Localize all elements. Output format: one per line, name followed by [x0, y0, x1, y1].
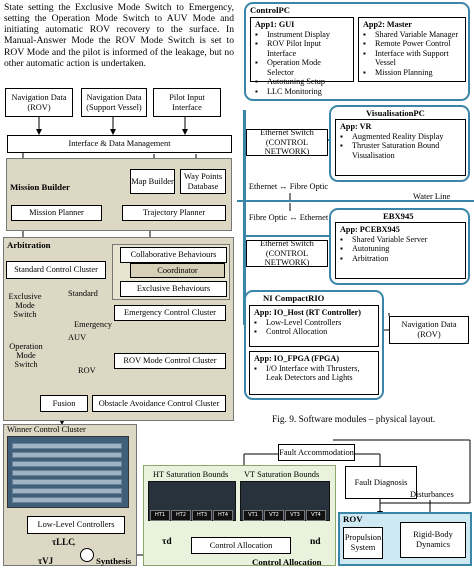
- plus-sign: +: [72, 541, 76, 549]
- ebx-app-title: App: PCEBX945: [340, 225, 400, 234]
- arbitration-title: Arbitration: [7, 240, 51, 250]
- ebx-app-box: App: PCEBX945 Shared Variable Server Aut…: [335, 222, 466, 279]
- app2-title: App2: Master: [363, 20, 412, 29]
- tau-d-label: τd: [162, 537, 172, 547]
- figure-caption: Fig. 9. Software modules – physical layo…: [272, 415, 436, 425]
- rigid-body-dynamics: Rigid-Body Dynamics: [400, 522, 466, 558]
- rov-label: ROV: [78, 366, 96, 375]
- nav-data-rov-input: Navigation Data (ROV): [5, 88, 73, 117]
- standard-control-cluster: Standard Control Cluster: [6, 261, 106, 279]
- exclusive-behaviours: Exclusive Behaviours: [120, 281, 227, 297]
- winner-control-cluster-label: Winner Control Cluster: [7, 425, 86, 434]
- interface-data-management: Interface & Data Management: [7, 135, 232, 153]
- trajectory-planner: Trajectory Planner: [122, 205, 226, 221]
- standard-label: Standard: [68, 289, 98, 298]
- operation-mode-switch-label: Operation Mode Switch: [9, 342, 43, 370]
- app1-title: App1: GUI: [255, 20, 295, 29]
- io-host-box: App: IO_Host (RT Controller) Low-Level C…: [249, 305, 379, 347]
- app1-item: Operation Mode Selector: [255, 58, 349, 77]
- fault-accommodation: Fault Accommodation: [278, 444, 355, 461]
- auv-label: AUV: [68, 333, 87, 342]
- io-fpga-item: I/O Interface with Thrusters, Leak Detec…: [254, 364, 374, 383]
- fibre-ethernet-converter: Fibre Optic ↔ Ethernet: [248, 212, 329, 222]
- ht-cell-1: HT1: [150, 510, 170, 521]
- fusion: Fusion: [40, 395, 88, 412]
- synthesis-title: Synthesis: [96, 556, 132, 566]
- ethernet-switch-top: Ethernet Switch (CONTROL NETWORK): [246, 128, 328, 156]
- io-host-title: App: IO_Host (RT Controller): [254, 308, 361, 317]
- n-d-label: nd: [310, 537, 321, 547]
- ht-cell-4: HT4: [213, 510, 233, 521]
- app2-master-box: App2: Master Shared Variable Manager Rem…: [358, 17, 466, 82]
- map-builder: Map Builder: [130, 169, 175, 194]
- vis-app-box: App: VR Augmented Reality Display Thrust…: [335, 119, 466, 176]
- vt-saturation-bounds-label: VT Saturation Bounds: [244, 470, 320, 479]
- app2-item: Shared Variable Manager: [363, 30, 461, 40]
- fault-diagnosis: Fault Diagnosis: [345, 466, 417, 499]
- app1-gui-box: App1: GUI Instrument Display ROV Pilot I…: [250, 17, 354, 96]
- vt-cell-3: VT3: [285, 510, 305, 521]
- vt-cell-2: VT2: [264, 510, 284, 521]
- propulsion-system: Propulsion System: [343, 527, 383, 559]
- intro-paragraph: State setting the Exclusive Mode Switch …: [4, 2, 234, 69]
- rov-mode-control-cluster: ROV Mode Control Cluster: [114, 353, 226, 369]
- ht-saturation-bounds-label: HT Saturation Bounds: [153, 470, 229, 479]
- io-fpga-title: App: IO_FPGA (FPGA): [254, 354, 340, 363]
- compactrio-title: NI CompactRIO: [263, 293, 325, 303]
- emergency-control-cluster: Emergency Control Cluster: [114, 305, 226, 321]
- app1-item: Instrument Display: [255, 30, 349, 40]
- app1-item: Autotuning Setup: [255, 77, 349, 87]
- ebx945-title: EBX945: [383, 211, 414, 221]
- io-host-item: Control Allocation: [254, 327, 374, 337]
- ht-cell-2: HT2: [171, 510, 191, 521]
- app2-item: Interface with Support Vessel: [363, 49, 461, 68]
- control-allocation-box: Control Allocation: [191, 537, 291, 554]
- io-fpga-box: App: IO_FPGA (FPGA) I/O Interface with T…: [249, 351, 379, 395]
- visualisation-pc-title: VisualisationPC: [366, 108, 425, 118]
- way-points-database: Way Points Database: [180, 169, 226, 194]
- vis-item: Thruster Saturation Bound Visualisation: [340, 141, 461, 160]
- app1-item: LLC Monitoring: [255, 87, 349, 97]
- navigation-data-rov-right: Navigation Data (ROV): [389, 316, 469, 344]
- obstacle-avoidance-control-cluster: Obstacle Avoidance Control Cluster: [92, 395, 226, 412]
- exclusive-mode-switch-label: Exclusive Mode Switch: [8, 292, 42, 320]
- vis-app-title: App: VR: [340, 122, 372, 131]
- vt-cell-1: VT1: [243, 510, 263, 521]
- app2-item: Mission Planning: [363, 68, 461, 78]
- pilot-input-interface: Pilot Input Interface: [153, 88, 221, 117]
- tau-llc-label: τLLC: [52, 537, 75, 547]
- water-line-label: Water Line: [413, 192, 451, 201]
- nav-data-vessel-input: Navigation Data (Support Vessel): [81, 88, 147, 117]
- ebx-item: Shared Variable Server: [340, 235, 461, 245]
- emergency-label: Emergency: [74, 320, 112, 329]
- summing-junction: [80, 548, 94, 562]
- app2-item: Remote Power Control: [363, 39, 461, 49]
- mission-planner: Mission Planner: [11, 205, 102, 221]
- control-allocation-title: Control Allocation: [252, 557, 322, 567]
- vis-item: Augmented Reality Display: [340, 132, 461, 142]
- control-pc-title: ControlPC: [250, 5, 290, 15]
- ebx-item: Autotuning: [340, 244, 461, 254]
- ethernet-fibre-converter: Ethernet ↔ Fibre Optic: [248, 181, 329, 191]
- collaborative-behaviours: Collaborative Behaviours: [120, 247, 227, 263]
- ebx-item: Arbitration: [340, 254, 461, 264]
- low-level-controllers: Low-Level Controllers: [27, 516, 125, 534]
- app1-item: ROV Pilot Input Interface: [255, 39, 349, 58]
- coordinator: Coordinator: [130, 263, 225, 278]
- winner-cluster-screenshot: [7, 436, 129, 508]
- rov-region-title: ROV: [343, 514, 363, 524]
- io-host-item: Low-Level Controllers: [254, 318, 374, 328]
- vt-cell-4: VT4: [306, 510, 326, 521]
- mission-builder-title: Mission Builder: [10, 182, 70, 192]
- ht-cell-3: HT3: [192, 510, 212, 521]
- tau-vj-label: τVJ: [38, 556, 54, 566]
- disturbances-label: Disturbances: [410, 490, 454, 499]
- ethernet-switch-bottom: Ethernet Switch (CONTROL NETWORK): [246, 239, 328, 267]
